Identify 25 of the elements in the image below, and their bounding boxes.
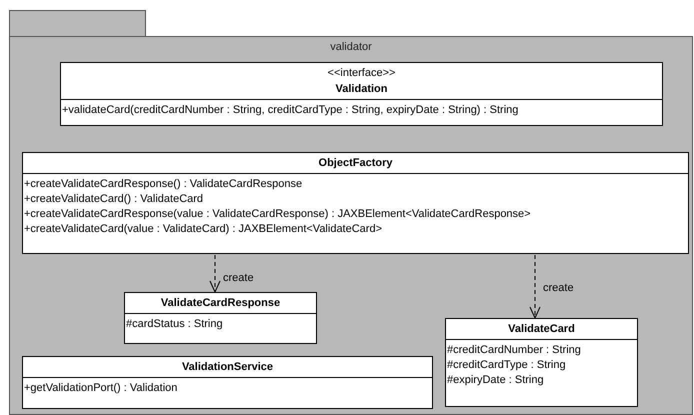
class-box xyxy=(22,356,433,409)
class-box xyxy=(22,152,689,254)
class-member: +getValidationPort() : Validation xyxy=(24,381,178,396)
class-box xyxy=(445,318,638,407)
class-name: ValidateCardResponse xyxy=(160,296,280,311)
class-member: +createValidateCardResponse(value : ValidateCardResponse) : JAXBElement<ValidateCardResponse> xyxy=(24,207,531,222)
class-member: #cardStatus : String xyxy=(126,317,223,332)
class-name: ValidationService xyxy=(182,360,274,375)
class-name: Validation xyxy=(336,82,388,97)
class-member: +createValidateCard(value : ValidateCard) : JAXBElement<ValidateCard> xyxy=(24,222,382,237)
dependency-arrow xyxy=(530,254,540,318)
class-member: #creditCardType : String xyxy=(447,358,566,373)
class-box xyxy=(124,292,317,344)
package-name: validator xyxy=(329,40,373,55)
dependency-arrow xyxy=(210,254,220,292)
class-member: #expiryDate : String xyxy=(447,373,544,388)
class-member: +createValidateCard() : ValidateCard xyxy=(24,192,204,207)
class-name: ObjectFactory xyxy=(318,156,392,171)
package-frame xyxy=(9,10,693,415)
class-name: ValidateCard xyxy=(508,322,575,337)
class-member: #creditCardNumber : String xyxy=(447,343,581,358)
class-box xyxy=(60,62,663,126)
class-member: +createValidateCardResponse() : ValidateCardResponse xyxy=(24,177,302,192)
class-member: +validateCard(creditCardNumber : String, creditCardType : String, expiryDate : String) : String xyxy=(62,103,518,118)
stereotype: <<interface>> xyxy=(328,66,396,81)
